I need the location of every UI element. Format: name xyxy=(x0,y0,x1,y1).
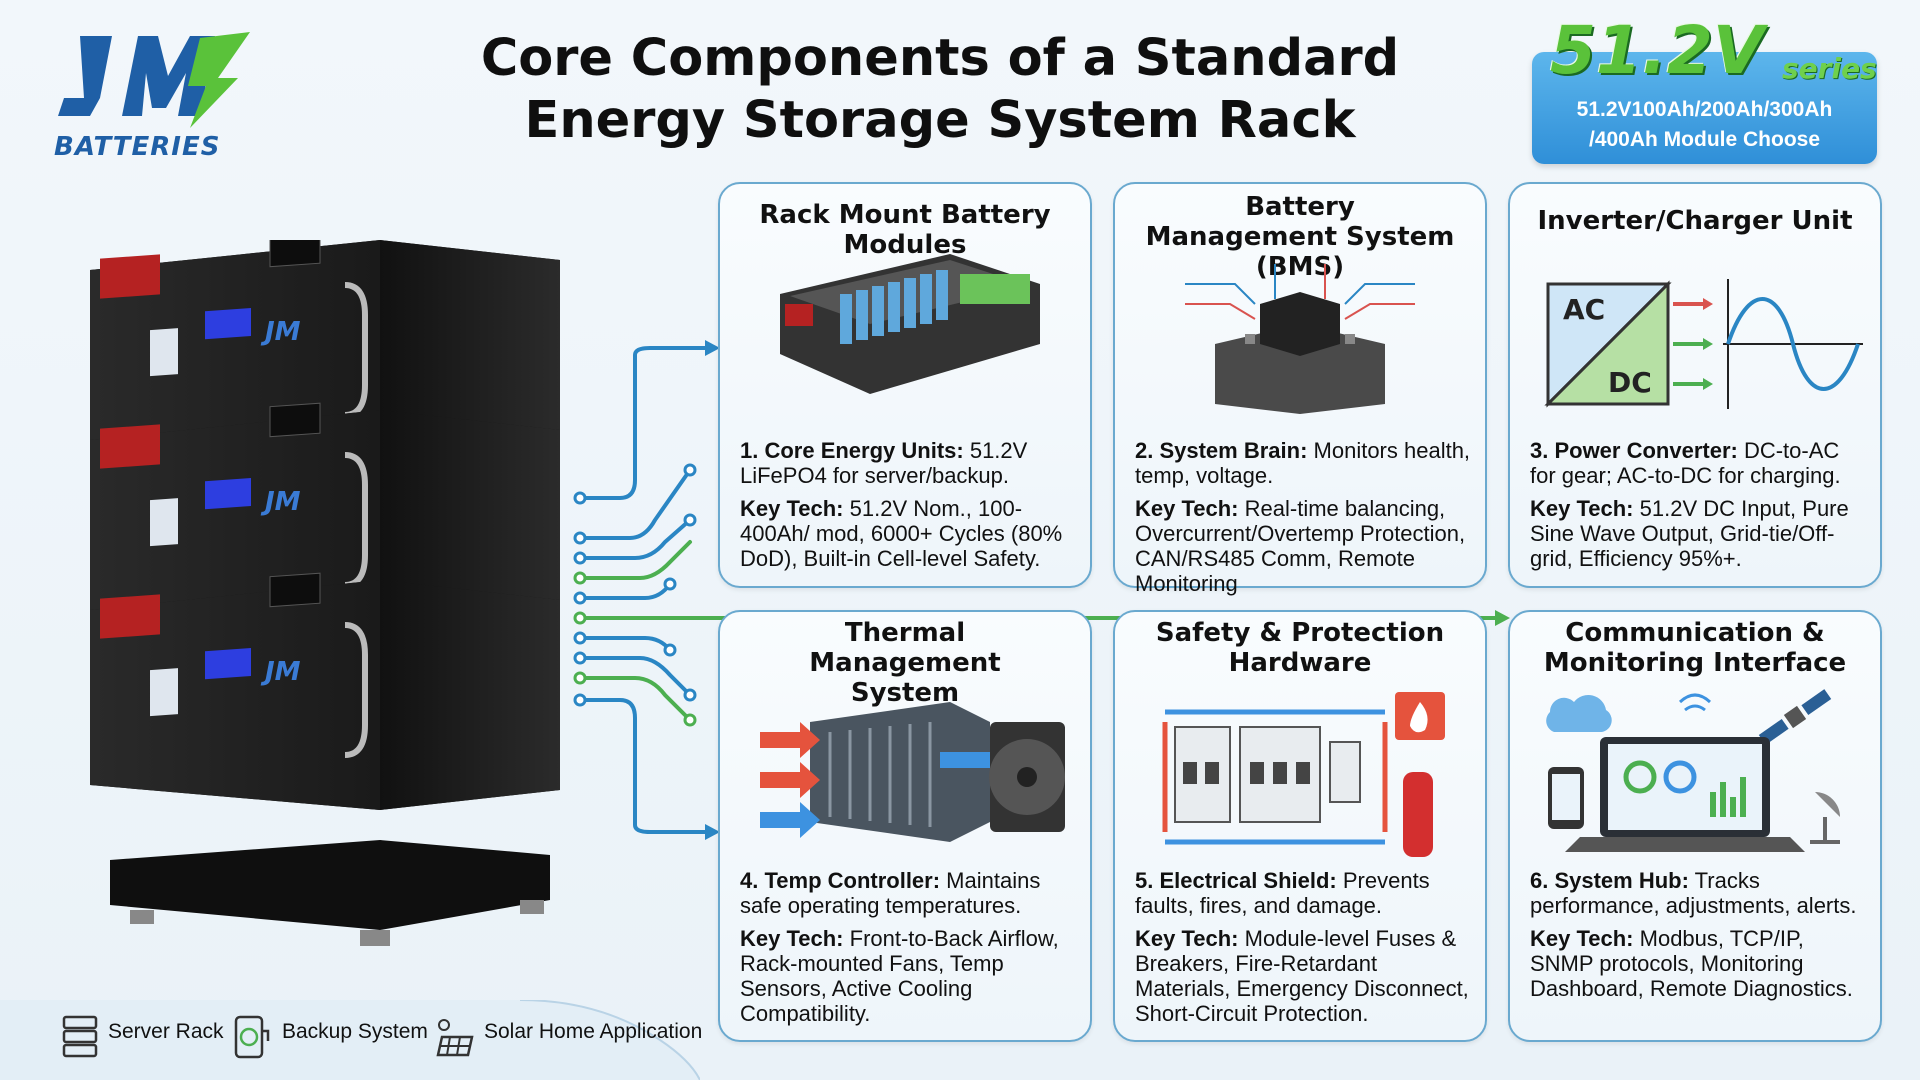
rack-brand-mark-2: JM xyxy=(260,487,301,517)
rack-brand-mark-1: JM xyxy=(260,317,301,347)
cloud-icon xyxy=(1546,694,1612,732)
lead-text: DC-to-AC for gear; AC-to-DC for charging… xyxy=(1530,438,1841,488)
connector-to-thermal xyxy=(578,698,707,834)
jm-logo-mark xyxy=(58,32,250,128)
ac-dc-converter-icon: AC DC xyxy=(1544,279,1863,409)
title-line-2: Energy Storage System Rack xyxy=(524,91,1356,150)
lead-label: 3. Power Converter: xyxy=(1530,438,1738,463)
footer-band xyxy=(0,1000,700,1080)
badge-series-label: series xyxy=(1782,52,1877,85)
key-tech-label: Key Tech: xyxy=(1530,496,1634,521)
rack-brand-mark-3: JM xyxy=(260,657,301,687)
card-inverter: Inverter/Charger Unit AC DC 3. Power Con… xyxy=(1508,182,1882,588)
card-title: Rack Mount Battery Modules xyxy=(759,200,1051,260)
battery-rack-illustration: JM JM JM xyxy=(90,240,560,946)
card-body: 2. System Brain: Monitors health, temp, … xyxy=(1135,438,1471,596)
lead-label: 6. System Hub: xyxy=(1530,868,1689,893)
key-tech-text: 51.2V DC Input, Pure Sine Wave Output, G… xyxy=(1530,496,1849,571)
card-bms: Battery Management System (BMS) 2. Syste… xyxy=(1113,182,1487,596)
card-body: 5. Electrical Shield: Prevents faults, f… xyxy=(1135,868,1471,1026)
fire-extinguisher-icon xyxy=(1403,772,1433,857)
key-tech-text: Module-level Fuses & Breakers, Fire-Reta… xyxy=(1135,926,1469,1026)
key-tech-text: Front-to-Back Airflow, Rack-mounted Fans… xyxy=(740,926,1059,1026)
dc-label: DC xyxy=(1608,366,1652,399)
card-title: Battery Management System (BMS) xyxy=(1145,192,1455,282)
satellite-icon xyxy=(1758,689,1832,745)
lead-text: 51.2V LiFePO4 for server/backup. xyxy=(740,438,1028,488)
title-line-1: Core Components of a Standard xyxy=(480,29,1400,88)
lead-label: 1. Core Energy Units: xyxy=(740,438,964,463)
satellite-dish-icon xyxy=(1815,792,1840,817)
breaker-panel-icon xyxy=(1162,692,1445,857)
key-tech-text: Modbus, TCP/IP, SNMP protocols, Monitori… xyxy=(1530,926,1853,1001)
lead-label: 4. Temp Controller: xyxy=(740,868,941,893)
key-tech-label: Key Tech: xyxy=(1135,926,1239,951)
footer-item-backup-system: Backup System xyxy=(282,1020,428,1043)
battery-module-icon xyxy=(780,254,1040,394)
page-title: Core Components of a Standard Energy Sto… xyxy=(440,28,1440,152)
lead-text: Prevents faults, fires, and damage. xyxy=(1135,868,1430,918)
card-body: 3. Power Converter: DC-to-AC for gear; A… xyxy=(1530,438,1866,571)
card-title: Thermal Management System xyxy=(809,618,1001,708)
card-communication: Communication & Monitoring Interface 6. … xyxy=(1508,610,1882,1042)
solar-panel-icon xyxy=(436,1019,474,1057)
card-title: Inverter/Charger Unit xyxy=(1537,206,1853,236)
lead-label: 2. System Brain: xyxy=(1135,438,1308,463)
bms-chip-icon xyxy=(1185,264,1415,414)
key-tech-text: 51.2V Nom., 100-400Ah/ mod, 6000+ Cycles… xyxy=(740,496,1063,571)
card-body: 6. System Hub: Tracks performance, adjus… xyxy=(1530,868,1866,1001)
connector-branch-1 xyxy=(578,468,692,540)
key-tech-label: Key Tech: xyxy=(740,926,844,951)
lead-label: 5. Electrical Shield: xyxy=(1135,868,1337,893)
card-battery-modules: Rack Mount Battery Modules 1. Core Energ… xyxy=(718,182,1092,588)
footer-item-server-rack: Server Rack xyxy=(108,1020,224,1043)
connector-branch-7 xyxy=(578,676,692,722)
connector-branch-3 xyxy=(578,540,692,580)
connector-to-battery-modules xyxy=(578,346,707,500)
connector-branch-5 xyxy=(578,636,672,652)
card-title: Safety & Protection Hardware xyxy=(1155,618,1445,678)
backup-system-icon xyxy=(234,1015,270,1059)
rack-base xyxy=(110,840,550,946)
thermal-fan-icon xyxy=(760,702,1065,842)
key-tech-label: Key Tech: xyxy=(740,496,844,521)
badge-voltage: 51.2V xyxy=(1550,12,1764,89)
card-body: 1. Core Energy Units: 51.2V LiFePO4 for … xyxy=(740,438,1076,571)
card-safety: Safety & Protection Hardware 5. Electric… xyxy=(1113,610,1487,1042)
brand-logo: BATTERIES xyxy=(50,28,260,162)
footer-item-solar-home: Solar Home Application xyxy=(484,1020,703,1043)
card-title: Communication & Monitoring Interface xyxy=(1543,618,1847,678)
key-tech-text: Real-time balancing, Overcurrent/Overtem… xyxy=(1135,496,1466,596)
server-rack-icon xyxy=(62,1015,98,1058)
series-badge xyxy=(1532,52,1877,164)
connector-branch-4 xyxy=(578,582,672,600)
lead-text: Monitors health, temp, voltage. xyxy=(1135,438,1471,488)
monitoring-dashboard-icon xyxy=(1546,689,1840,852)
ac-label: AC xyxy=(1563,293,1605,326)
badge-capacity-line-2: /400Ah Module Choose xyxy=(1588,128,1821,151)
wifi-icon xyxy=(1678,693,1712,712)
connector-branch-2 xyxy=(578,518,692,560)
lead-text: Tracks performance, adjustments, alerts. xyxy=(1530,868,1857,918)
key-tech-label: Key Tech: xyxy=(1530,926,1634,951)
rack-module-2: JM xyxy=(90,402,560,640)
rack-module-3: JM xyxy=(90,572,560,810)
lead-text: Maintains safe operating temperatures. xyxy=(740,868,1041,918)
key-tech-label: Key Tech: xyxy=(1135,496,1239,521)
connector-branch-6 xyxy=(578,656,692,697)
card-thermal: Thermal Management System 4. Temp Contro… xyxy=(718,610,1092,1042)
card-body: 4. Temp Controller: Maintains safe opera… xyxy=(740,868,1076,1026)
logo-text: BATTERIES xyxy=(54,132,221,162)
badge-capacity-line-1: 51.2V100Ah/200Ah/300Ah xyxy=(1576,98,1833,121)
